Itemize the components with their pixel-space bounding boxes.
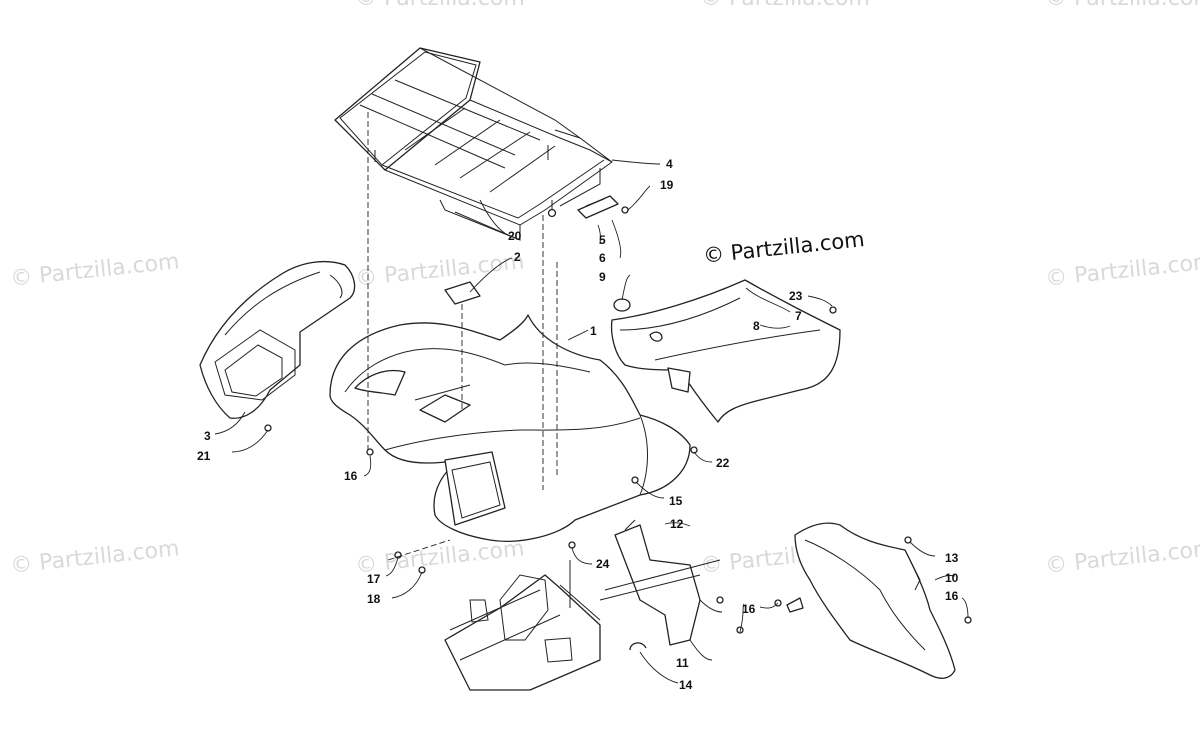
callout-18: 18 xyxy=(367,592,381,606)
grommet-drawing xyxy=(613,298,631,312)
callout-16: 16 xyxy=(945,589,959,603)
callout-3: 3 xyxy=(204,429,211,443)
callout-13: 13 xyxy=(945,551,959,565)
callout-12: 12 xyxy=(670,517,684,531)
mud-guard-bracket-drawing xyxy=(599,519,721,646)
frame-bracket-drawing xyxy=(444,560,601,691)
leader-lines xyxy=(214,159,969,684)
watermark: © Partzilla.com xyxy=(700,0,870,11)
right-mud-guard-drawing xyxy=(794,522,956,679)
callout-14: 14 xyxy=(679,678,693,692)
alignment-lines xyxy=(367,112,558,561)
callout-5: 5 xyxy=(599,233,606,247)
rear-rack-drawing xyxy=(334,47,613,241)
callout-22: 22 xyxy=(716,456,730,470)
callout-21: 21 xyxy=(197,449,211,463)
callout-17: 17 xyxy=(367,572,381,586)
callout-4: 4 xyxy=(666,157,673,171)
callout-20: 20 xyxy=(508,229,522,243)
callout-11: 11 xyxy=(676,656,689,670)
callout-1: 1 xyxy=(590,324,597,338)
callout-7: 7 xyxy=(795,309,802,323)
callout-16: 16 xyxy=(742,602,756,616)
decal-drawing xyxy=(444,281,481,305)
callout-24: 24 xyxy=(596,557,610,571)
callout-15: 15 xyxy=(669,494,683,508)
callout-6: 6 xyxy=(599,251,606,265)
callout-23: 23 xyxy=(789,289,803,303)
callout-2: 2 xyxy=(514,250,521,264)
watermark: © Partzilla.com xyxy=(355,0,525,11)
watermark: © Partzilla.com xyxy=(1045,0,1200,11)
side-panel-drawing xyxy=(610,279,841,423)
callout-16: 16 xyxy=(344,469,358,483)
callout-8: 8 xyxy=(753,319,760,333)
bracket-drawing xyxy=(577,195,619,219)
callout-10: 10 xyxy=(945,571,959,585)
clip-drawing xyxy=(629,642,647,651)
left-fender-flare-drawing xyxy=(199,260,356,419)
rear-fender-drawing xyxy=(329,314,691,542)
callout-9: 9 xyxy=(599,270,606,284)
callout-19: 19 xyxy=(660,178,674,192)
